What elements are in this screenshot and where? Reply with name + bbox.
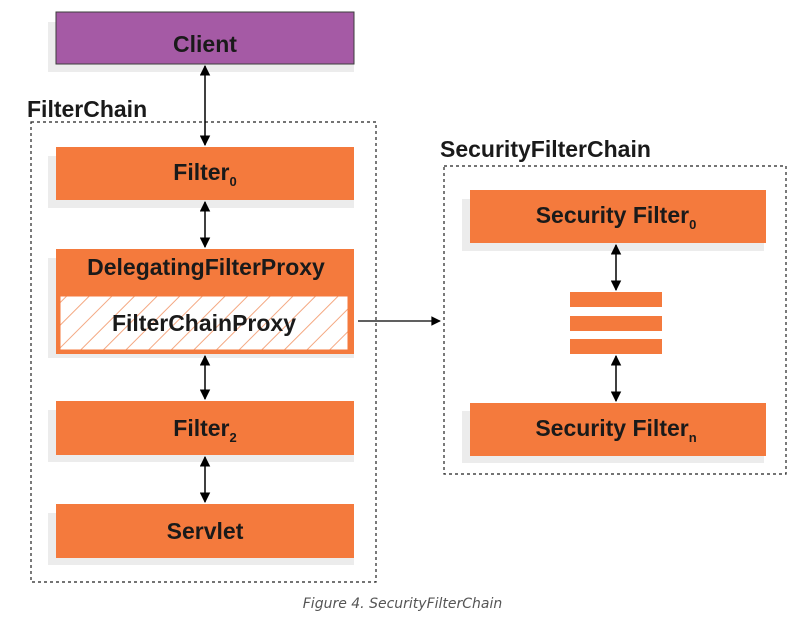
security-filter-0-label: Security Filter <box>536 202 689 228</box>
filter-2-label: Filter <box>173 415 229 441</box>
svg-text:SecurityFilterChain: SecurityFilterChain <box>440 136 651 162</box>
security-filter-n-subscript: n <box>689 430 697 445</box>
svg-text:Security Filtern: Security Filtern <box>535 415 696 445</box>
svg-text:FilterChain: FilterChain <box>27 96 147 122</box>
client-box: Client <box>48 11 355 72</box>
svg-text:Client: Client <box>173 31 237 57</box>
security-filter-n-label: Security Filter <box>535 415 688 441</box>
filter-chain-proxy-label: FilterChainProxy <box>112 310 296 336</box>
svg-text:Servlet: Servlet <box>167 518 244 544</box>
security-filter-ellipsis <box>570 292 662 354</box>
client-label: Client <box>173 31 237 57</box>
security-filter-chain-title: SecurityFilterChain <box>440 136 651 162</box>
filter-chain-proxy-box: FilterChainProxy <box>59 295 349 351</box>
delegating-filter-proxy-box: DelegatingFilterProxy FilterChainProxy <box>48 249 354 358</box>
filter-0-subscript: 0 <box>230 174 237 189</box>
filter-2-subscript: 2 <box>230 430 237 445</box>
delegating-filter-proxy-label: DelegatingFilterProxy <box>87 254 325 280</box>
filter-0-label: Filter <box>173 159 229 185</box>
filter-chain-title: FilterChain <box>27 96 147 122</box>
servlet-label: Servlet <box>167 518 244 544</box>
filter-2-box: Filter2 <box>48 401 354 462</box>
svg-text:DelegatingFilterProxy: DelegatingFilterProxy <box>87 254 325 280</box>
filter-0-box: Filter0 <box>48 147 354 208</box>
svg-text:Security Filter0: Security Filter0 <box>536 202 697 232</box>
security-filter-0-subscript: 0 <box>689 217 696 232</box>
figure-caption: Figure 4. SecurityFilterChain <box>302 596 503 612</box>
svg-text:FilterChainProxy: FilterChainProxy <box>112 310 296 336</box>
security-filter-0-box: Security Filter0 <box>462 190 766 251</box>
svg-text:Filter2: Filter2 <box>173 415 236 445</box>
svg-text:Filter0: Filter0 <box>173 159 236 189</box>
filter-chain-container: FilterChain <box>27 96 377 583</box>
security-filter-n-box: Security Filtern <box>462 403 766 463</box>
security-filter-chain-container: SecurityFilterChain <box>440 136 787 475</box>
servlet-box: Servlet <box>48 504 354 565</box>
